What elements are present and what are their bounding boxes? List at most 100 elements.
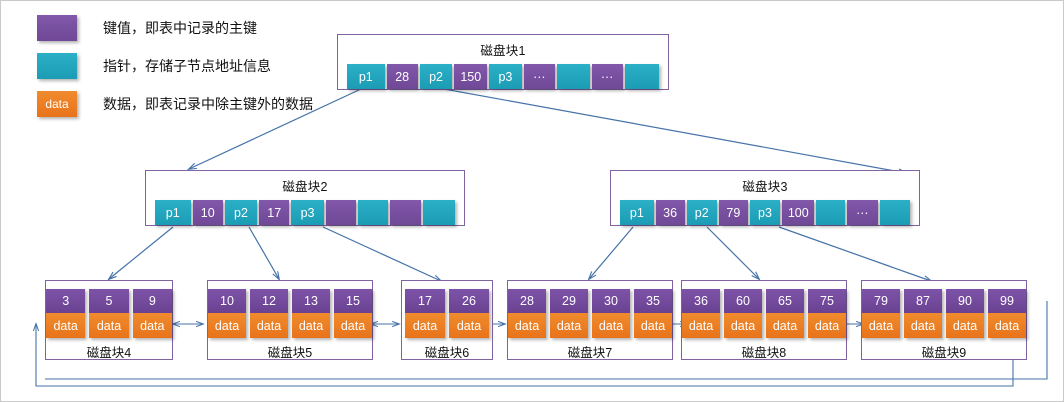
disk-block-1-key-cell-3: 150 <box>454 64 488 89</box>
disk-block-9-data-3: data <box>988 313 1026 338</box>
legend-label-data: 数据，即表记录中除主键外的数据 <box>103 96 313 112</box>
disk-block-8-data-3: data <box>808 313 846 338</box>
legend-row-pointer: 指针，存储子节点地址信息 <box>37 53 271 79</box>
disk-block-5-data-0: data <box>208 313 246 338</box>
disk-block-6-title: 磁盘块6 <box>424 346 470 360</box>
disk-block-4-data-0: data <box>46 313 86 338</box>
disk-block-9-key-2: 90 <box>946 289 984 313</box>
disk-block-6-key-1: 26 <box>449 289 489 313</box>
disk-block-7-data-3: data <box>634 313 672 338</box>
disk-block-2-key-cell-5 <box>325 200 357 225</box>
disk-block-5-data-2: data <box>292 313 330 338</box>
disk-block-3-key-cell-7: ··· <box>847 200 878 225</box>
disk-block-5-key-1: 12 <box>250 289 288 313</box>
disk-block-1-key-cell-1: 28 <box>386 64 418 89</box>
disk-block-1-pointer-cell-8 <box>624 64 659 89</box>
disk-block-8-key-1: 60 <box>724 289 762 313</box>
disk-block-2-key-cell-3: 17 <box>259 200 290 225</box>
disk-block-1-key-cell-5: ··· <box>523 64 555 89</box>
disk-block-1-title: 磁盘块1 <box>480 44 526 58</box>
disk-block-7-key-0: 28 <box>508 289 546 313</box>
disk-block-8-key-0: 36 <box>682 289 720 313</box>
disk-block-7-data-0: data <box>508 313 546 338</box>
disk-block-3-key-cell-5: 100 <box>782 200 815 225</box>
disk-block-5-key-3: 15 <box>334 289 372 313</box>
disk-block-2-key-cell-7 <box>390 200 421 225</box>
disk-block-3-pointer-cell-8 <box>879 200 910 225</box>
disk-block-8-data-2: data <box>766 313 804 338</box>
disk-block-1-key-cell-7: ··· <box>591 64 623 89</box>
pointer-swatch-icon <box>37 53 77 79</box>
disk-block-4-title: 磁盘块4 <box>86 346 132 360</box>
disk-block-8-key-2: 65 <box>766 289 804 313</box>
disk-block-9-data-0: data <box>862 313 900 338</box>
disk-block-7-key-1: 29 <box>550 289 588 313</box>
disk-block-8-data-0: data <box>682 313 720 338</box>
disk-block-2-pointer-cell-6 <box>358 200 389 225</box>
disk-block-2-pointer-cell-4: p3 <box>291 200 324 225</box>
disk-block-3-pointer-cell-0: p1 <box>620 200 654 225</box>
disk-block-8-data-1: data <box>724 313 762 338</box>
disk-block-7-data-2: data <box>592 313 630 338</box>
disk-block-1-pointer-cell-4: p3 <box>489 64 522 89</box>
disk-block-4-key-2: 9 <box>132 289 172 313</box>
disk-block-3-title: 磁盘块3 <box>742 180 788 194</box>
data-swatch-icon: data <box>37 91 77 117</box>
disk-block-5-title: 磁盘块5 <box>267 346 313 360</box>
disk-block-7-key-3: 35 <box>634 289 672 313</box>
disk-block-9-key-1: 87 <box>904 289 942 313</box>
disk-block-9-key-0: 79 <box>862 289 900 313</box>
disk-block-4-data-2: data <box>132 313 172 338</box>
disk-block-5-key-2: 13 <box>292 289 330 313</box>
disk-block-6-data-0: data <box>405 313 445 338</box>
disk-block-4-key-0: 3 <box>46 289 86 313</box>
disk-block-9-title: 磁盘块9 <box>921 346 967 360</box>
disk-block-4-data-1: data <box>89 313 129 338</box>
disk-block-6-key-0: 17 <box>405 289 445 313</box>
disk-block-9-data-2: data <box>946 313 984 338</box>
disk-block-2-title: 磁盘块2 <box>282 180 328 194</box>
disk-block-3-key-cell-1: 36 <box>655 200 685 225</box>
disk-block-1-pointer-cell-2: p2 <box>419 64 453 89</box>
disk-block-3-key-cell-3: 79 <box>718 200 748 225</box>
disk-block-8-title: 磁盘块8 <box>741 346 787 360</box>
disk-block-7-data-1: data <box>550 313 588 338</box>
disk-block-3-pointer-cell-2: p2 <box>686 200 717 225</box>
disk-block-5-data-3: data <box>334 313 372 338</box>
legend-row-data: data 数据，即表记录中除主键外的数据 <box>37 91 313 117</box>
disk-block-7-key-2: 30 <box>592 289 630 313</box>
disk-block-8-key-3: 75 <box>808 289 846 313</box>
key-swatch-icon <box>37 15 77 41</box>
disk-block-1-pointer-cell-0: p1 <box>347 64 385 89</box>
legend-row-key: 键值，即表中记录的主键 <box>37 15 257 41</box>
